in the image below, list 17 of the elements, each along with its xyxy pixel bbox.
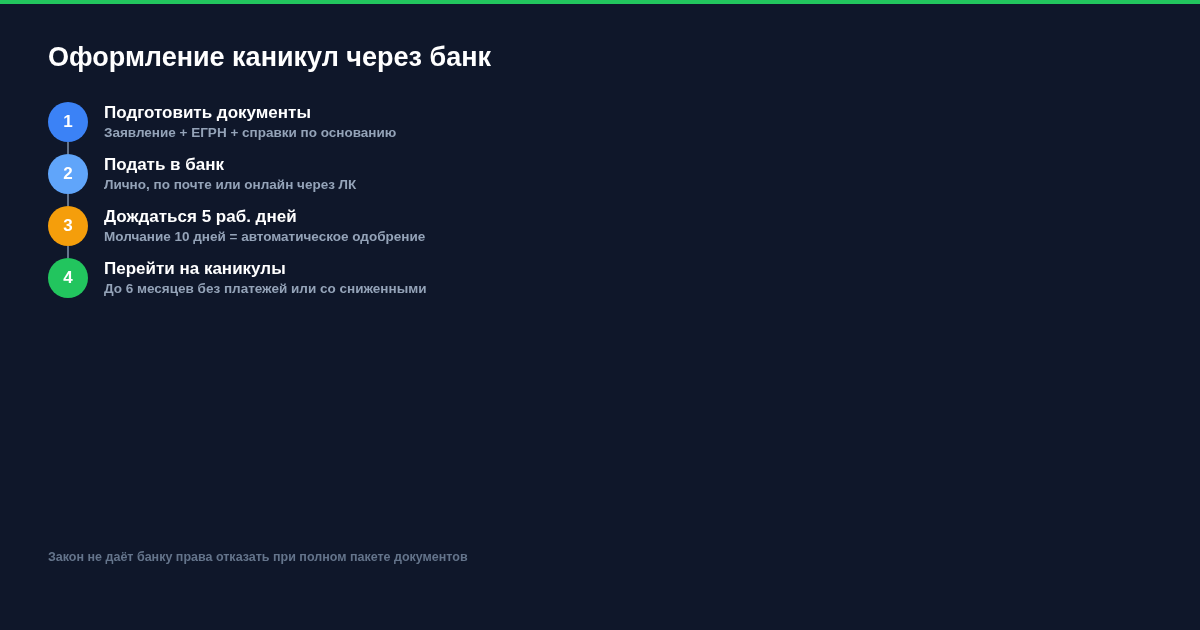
step-number-circle: 3	[48, 206, 88, 246]
step-title: Перейти на каникулы	[104, 258, 286, 280]
step-number-circle: 2	[48, 154, 88, 194]
step-description: Лично, по почте или онлайн через ЛК	[104, 176, 357, 194]
step-number-circle: 4	[48, 258, 88, 298]
step-title: Подготовить документы	[104, 102, 311, 124]
step-description: До 6 месяцев без платежей или со сниженными	[104, 280, 427, 298]
footnote-text: Закон не даёт банку права отказать при полном пакете документов	[48, 549, 468, 566]
step-description: Молчание 10 дней = автоматическое одобрение	[104, 228, 426, 246]
step-title: Подать в банк	[104, 154, 225, 176]
connector-line	[67, 141, 69, 155]
step-number-circle: 1	[48, 102, 88, 142]
diagram-title: Оформление каникул через банк	[48, 41, 491, 74]
connector-line	[67, 245, 69, 259]
connector-line	[67, 193, 69, 207]
step-title: Дождаться 5 раб. дней	[104, 206, 297, 228]
step-description: Заявление + ЕГРН + справки по основанию	[104, 124, 397, 142]
